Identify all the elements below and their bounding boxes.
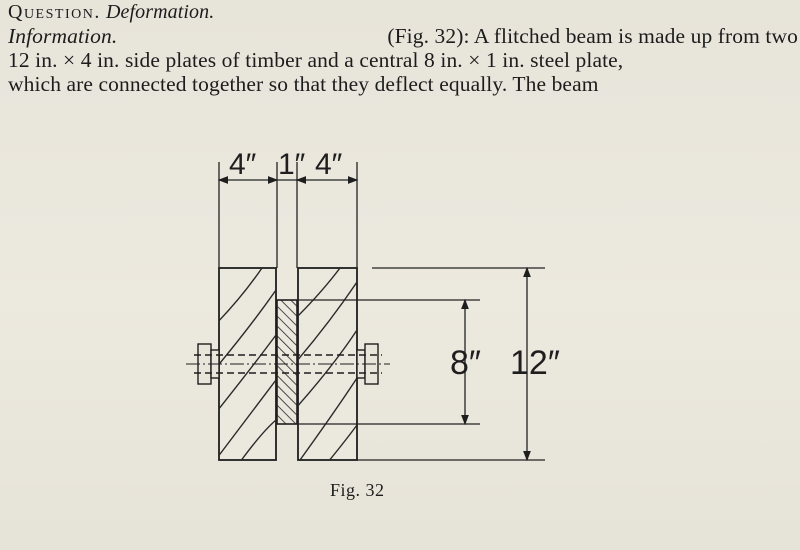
right-timber-plate [297, 267, 358, 461]
question-heading: Question. Deformation. [8, 0, 798, 24]
timber-height-dimension [357, 266, 545, 462]
paragraph-line-3: which are connected together so that the… [8, 72, 599, 96]
dim-left-timber-width: 4″ [229, 148, 257, 181]
left-timber-plate [218, 267, 277, 461]
text-block: Question. Deformation. Information. (Fig… [8, 0, 798, 96]
bolt [186, 343, 390, 385]
question-label: Question. [8, 1, 101, 23]
dim-right-timber-width: 4″ [315, 148, 343, 181]
steel-plate [276, 299, 298, 425]
paragraph-line-1: Information. (Fig. 32): A flitched beam … [8, 24, 798, 48]
figure-caption: Fig. 32 [330, 480, 385, 500]
steel-height-dimension [297, 298, 480, 426]
dim-steel-height: 8″ [450, 344, 481, 382]
paragraph-line-1-text: (Fig. 32): A flitched beam is made up fr… [387, 24, 798, 48]
information-label: Information. [8, 24, 118, 48]
dim-timber-height: 12″ [510, 344, 560, 382]
dim-steel-width: 1″ [278, 148, 306, 181]
paragraph-line-2: 12 in. × 4 in. side plates of timber and… [8, 48, 624, 72]
question-topic: Deformation. [105, 1, 215, 23]
